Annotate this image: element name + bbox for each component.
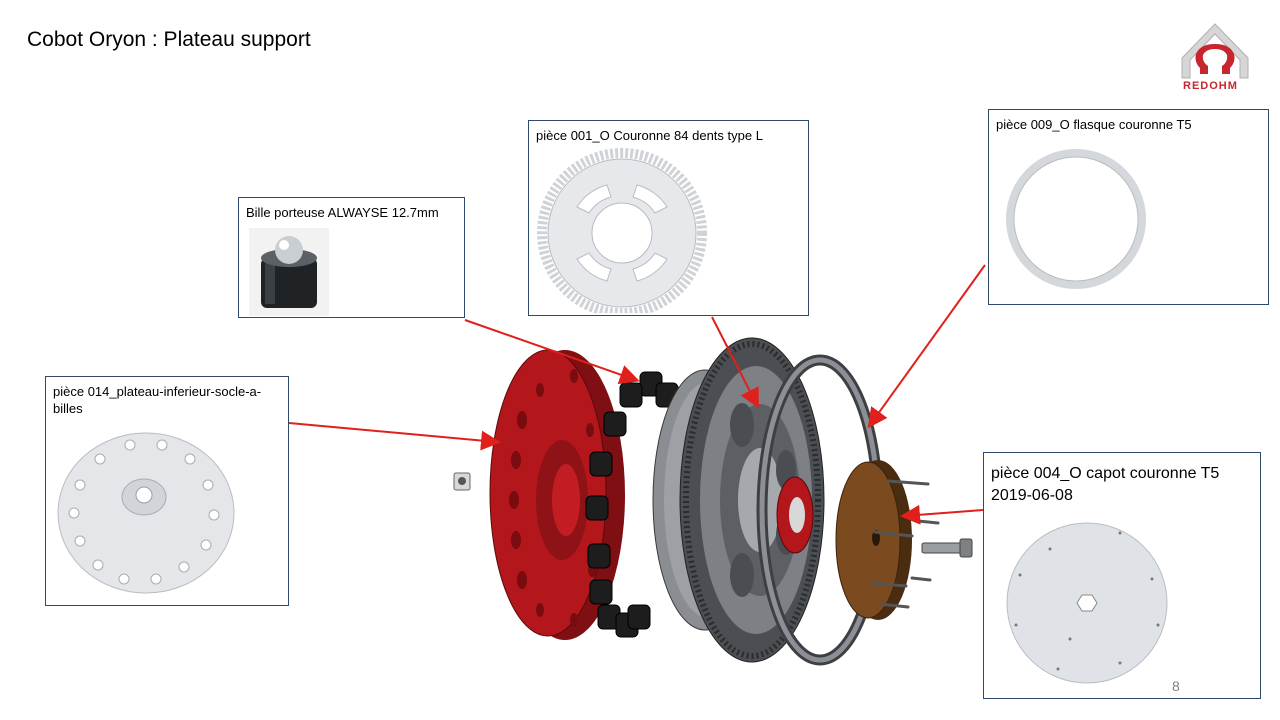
callout-label: Bille porteuse ALWAYSE 12.7mm bbox=[246, 205, 439, 220]
ball-transfer-units bbox=[585, 371, 679, 638]
callout-label: pièce 009_O flasque couronne T5 bbox=[996, 117, 1192, 132]
slide-title: Cobot Oryon : Plateau support bbox=[27, 28, 311, 51]
callout-piece-001: pièce 001_O Couronne 84 dents type L bbox=[528, 120, 809, 316]
large-bolt bbox=[921, 538, 973, 558]
page-number: 8 bbox=[1172, 678, 1180, 694]
callout-piece-004: pièce 004_O capot couronne T5 2019-06-08 bbox=[983, 452, 1261, 699]
callout-piece-009: pièce 009_O flasque couronne T5 bbox=[988, 109, 1269, 305]
callout-label: pièce 014_plateau-inferieur-socle-a-bill… bbox=[53, 384, 262, 416]
red-hub-ring bbox=[776, 476, 814, 554]
callout-label: pièce 001_O Couronne 84 dents type L bbox=[536, 128, 763, 143]
redohm-logo bbox=[1181, 23, 1249, 79]
callout-label-line2: 2019-06-08 bbox=[991, 487, 1073, 504]
callout-piece-014: pièce 014_plateau-inferieur-socle-a-bill… bbox=[45, 376, 289, 606]
callout-ball-transfer: Bille porteuse ALWAYSE 12.7mm bbox=[238, 197, 465, 318]
crown-gear-image bbox=[537, 148, 707, 313]
nut-icon bbox=[453, 472, 471, 491]
logo-text: REDOHM bbox=[1183, 80, 1238, 92]
screws bbox=[870, 479, 940, 609]
cover-disc-image bbox=[1006, 522, 1168, 684]
lower-plate-image bbox=[57, 432, 235, 594]
callout-label: pièce 004_O capot couronne T5 2019-06-08 bbox=[991, 463, 1219, 507]
flask-ring-image bbox=[1006, 149, 1146, 289]
callout-label-line1: pièce 004_O capot couronne T5 bbox=[991, 465, 1220, 482]
ball-transfer-image bbox=[249, 228, 329, 316]
brown-cover-part bbox=[835, 460, 912, 620]
